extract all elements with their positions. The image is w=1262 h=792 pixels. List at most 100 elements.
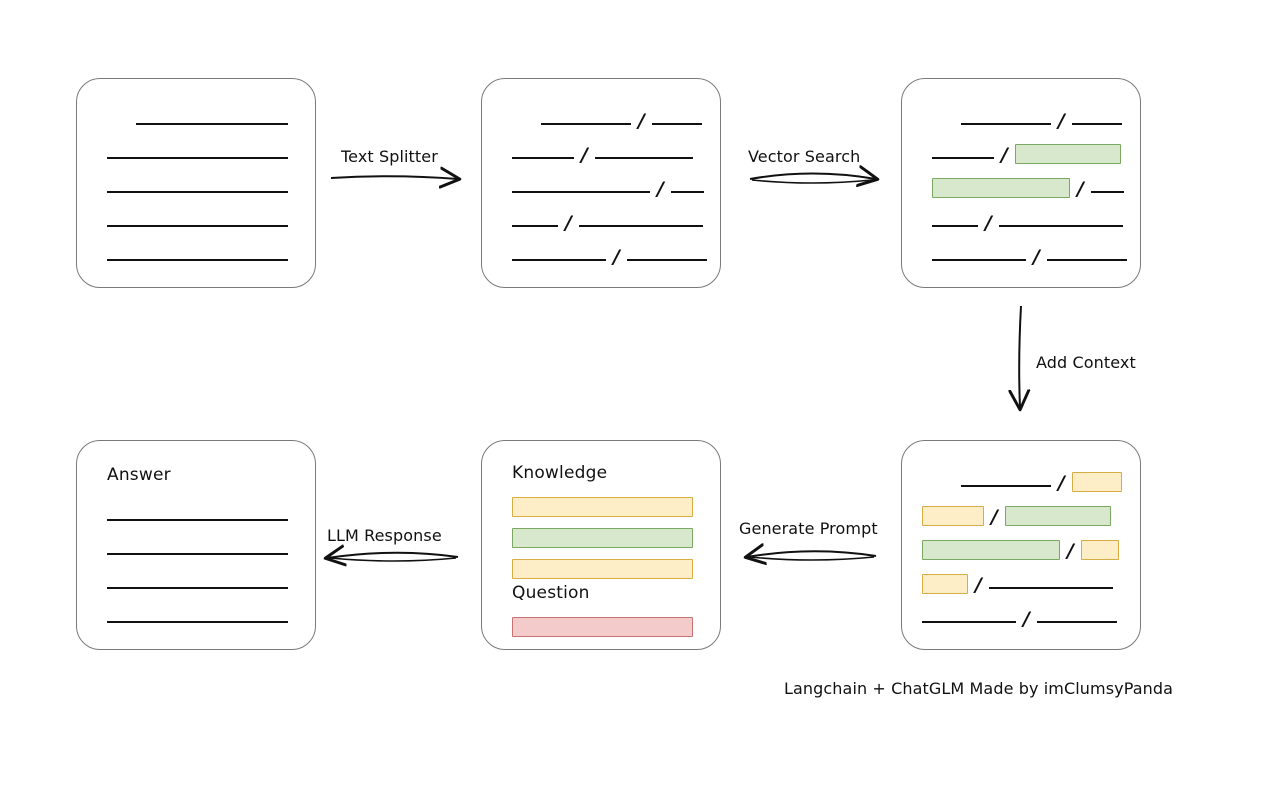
- arrow-llm-response: [327, 553, 459, 558]
- text-line-segment: [1046, 259, 1127, 261]
- arrow-llm-response-loop: [329, 557, 457, 562]
- source-document-rows: [77, 79, 315, 287]
- context-chunks-card: /////: [901, 440, 1141, 650]
- text-line-segment: [578, 225, 703, 227]
- answer-rows: [77, 441, 315, 649]
- text-line-segment: [512, 191, 650, 193]
- arrow-add-context: [1019, 305, 1021, 408]
- text-line-segment: [107, 519, 288, 521]
- chunk-separator-slash: /: [1033, 245, 1040, 268]
- knowledge-label: Knowledge: [512, 463, 608, 483]
- highlight-chip-yellow: [1080, 540, 1119, 560]
- text-line-segment: [961, 485, 1051, 487]
- content-row: /: [541, 111, 702, 135]
- content-row: [107, 181, 288, 203]
- prompt-bar-red: [512, 617, 693, 637]
- content-row: [107, 509, 288, 531]
- text-line-segment: [932, 225, 978, 227]
- arrow-text-splitter: [330, 176, 458, 179]
- chunk-separator-slash: /: [581, 143, 588, 166]
- text-line-segment: [107, 587, 288, 589]
- edge-label-add-context: Add Context: [1036, 353, 1136, 372]
- content-row: [107, 543, 288, 565]
- prompt-bar-yellow: [512, 497, 693, 517]
- arrow-vector-search: [749, 174, 876, 180]
- text-line-segment: [922, 621, 1016, 623]
- edge-label-llm-response: LLM Response: [327, 526, 442, 545]
- edge-label-generate-prompt: Generate Prompt: [739, 519, 878, 538]
- content-row: [107, 215, 288, 237]
- chunk-separator-slash: /: [1058, 471, 1065, 494]
- split-chunks-card: / / / / /: [481, 78, 721, 288]
- answer-label: Answer: [107, 465, 171, 485]
- highlight-chip-yellow: [922, 574, 968, 594]
- text-line-segment: [512, 157, 574, 159]
- content-row: /: [922, 573, 1113, 599]
- text-line-segment: [932, 157, 994, 159]
- content-row: /: [922, 539, 1119, 565]
- chunk-separator-slash: /: [1001, 143, 1008, 166]
- chunk-separator-slash: /: [565, 211, 572, 234]
- chunk-separator-slash: /: [1077, 177, 1084, 200]
- edge-label-vector-search: Vector Search: [748, 147, 861, 166]
- content-row: [136, 113, 288, 135]
- arrow-vector-search-loop: [751, 179, 873, 184]
- retrieved-chunks-rows: / / / / /: [902, 79, 1140, 287]
- text-line-segment: [107, 621, 288, 623]
- content-row: /: [922, 607, 1117, 633]
- text-line-segment: [107, 225, 288, 227]
- content-row: [107, 611, 288, 633]
- question-label: Question: [512, 583, 590, 603]
- content-row: [107, 577, 288, 599]
- prompt-bar-green: [512, 528, 693, 548]
- content-row: /: [512, 245, 707, 271]
- highlight-chip-green: [932, 178, 1070, 198]
- text-line-segment: [1036, 621, 1117, 623]
- text-line-segment: [1090, 191, 1124, 193]
- source-document-card: [76, 78, 316, 288]
- highlight-chip-yellow: [1071, 472, 1122, 492]
- text-line-segment: [107, 259, 288, 261]
- prompt-bar-yellow: [512, 559, 693, 579]
- text-line-segment: [594, 157, 693, 159]
- chunk-separator-slash: /: [985, 211, 992, 234]
- question-bars: [482, 441, 720, 649]
- content-row: /: [512, 143, 693, 169]
- text-line-segment: [512, 225, 558, 227]
- text-line-segment: [541, 123, 631, 125]
- text-line-segment: [136, 123, 288, 125]
- knowledge-bars: [482, 441, 720, 649]
- content-row: /: [932, 177, 1124, 203]
- answer-card: Answer: [76, 440, 316, 650]
- text-line-segment: [961, 123, 1051, 125]
- highlight-chip-green: [1004, 506, 1111, 526]
- text-line-segment: [512, 259, 606, 261]
- chunk-separator-slash: /: [613, 245, 620, 268]
- text-line-segment: [932, 259, 1026, 261]
- content-row: /: [932, 211, 1123, 237]
- chunk-separator-slash: /: [1067, 539, 1074, 562]
- chunk-separator-slash: /: [975, 573, 982, 596]
- edge-label-text-splitter: Text Splitter: [341, 147, 438, 166]
- content-row: /: [512, 211, 703, 237]
- text-line-segment: [670, 191, 704, 193]
- content-row: /: [961, 109, 1122, 135]
- text-line-segment: [1071, 123, 1122, 125]
- content-row: /: [961, 471, 1122, 497]
- highlight-chip-yellow: [922, 506, 984, 526]
- highlight-chip-green: [922, 540, 1060, 560]
- chunk-separator-slash: /: [657, 177, 664, 200]
- highlight-chip-green: [1014, 144, 1121, 164]
- content-row: [107, 249, 288, 271]
- text-line-segment: [107, 157, 288, 159]
- text-line-segment: [626, 259, 707, 261]
- chunk-separator-slash: /: [1058, 109, 1065, 132]
- prompt-card: Knowledge Question: [481, 440, 721, 650]
- text-line-segment: [651, 123, 702, 125]
- text-line-segment: [107, 191, 288, 193]
- split-chunks-rows: / / / / /: [482, 79, 720, 287]
- credit-text: Langchain + ChatGLM Made by imClumsyPand…: [784, 679, 1174, 698]
- chunk-separator-slash: /: [1023, 607, 1030, 630]
